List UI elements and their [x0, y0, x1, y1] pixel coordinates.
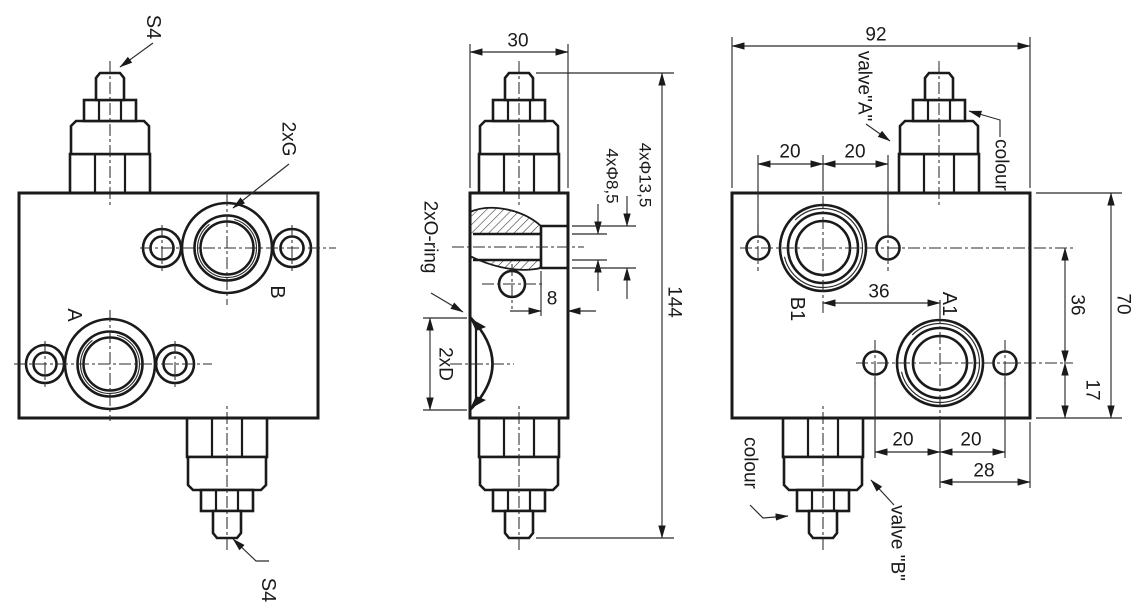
- label-valve-b: valve "B": [887, 505, 908, 581]
- dim-text-20-a1-right: 20: [960, 430, 981, 451]
- valve-b-fitting-front-bottom: [185, 403, 269, 552]
- label-port-b1: B1: [786, 297, 808, 321]
- port-a1-back: [856, 309, 1073, 431]
- o-ring-section-bottom: [470, 396, 486, 409]
- dim-text-20-b1-right: 20: [844, 142, 865, 163]
- dim-cbore-13-5: 4xΦ13,5: [572, 143, 655, 299]
- dim-text-20-b1-left: 20: [779, 142, 800, 163]
- fitting-side-top: [477, 59, 561, 208]
- port-b1-back: [740, 194, 1073, 316]
- dim-boss-2xd: 2xD: [423, 317, 467, 411]
- dim-text-20-a1-left: 20: [892, 430, 913, 451]
- dim-text-4x8-5: 4xΦ8,5: [603, 148, 622, 203]
- back-block-outline: [730, 191, 1032, 420]
- dim-a1-to-edge-28: 28: [939, 422, 1031, 488]
- o-ring-section-top: [470, 318, 486, 331]
- leader-valve-a: valve"A": [854, 51, 891, 142]
- port-b-front: [140, 192, 336, 307]
- leader-valve-b: valve "B": [870, 479, 908, 581]
- front-block-outline: [17, 191, 320, 420]
- dim-cbore-depth-8: 8: [510, 271, 596, 316]
- dim-text-4x13-5: 4xΦ13,5: [636, 143, 655, 208]
- dim-text-70: 70: [1113, 293, 1134, 314]
- dim-height-144: 144: [536, 72, 685, 539]
- dim-text-92: 92: [865, 25, 886, 46]
- dim-text-30: 30: [507, 31, 528, 52]
- dim-height-70: 70: [1036, 192, 1134, 419]
- view-side: 30 144 4xΦ8,5 4xΦ13,5 8: [420, 31, 685, 552]
- port-boss-profile: [450, 316, 514, 411]
- label-2x-o-ring: 2xO-ring: [420, 201, 441, 274]
- dim-text-36-vertical: 36: [1067, 294, 1088, 315]
- port-a-front: [14, 308, 212, 423]
- dim-a1-bottom-17: 17: [1061, 362, 1103, 419]
- dim-text-17: 17: [1082, 379, 1103, 400]
- dim-b1-holes-20-20: 20 20: [757, 142, 889, 236]
- dim-a1-holes-20-20: 20 20: [874, 377, 1006, 458]
- label-colour-bottom: colour: [740, 437, 761, 489]
- label-s4-bottom: S4: [257, 578, 279, 602]
- leader-colour-bottom: colour: [740, 437, 789, 521]
- leader-s4-bottom: S4: [232, 538, 279, 602]
- label-valve-a: valve"A": [854, 51, 875, 122]
- side-block-outline: [468, 191, 570, 420]
- leader-2xg: 2xG: [232, 122, 299, 209]
- label-port-a: A: [63, 308, 85, 322]
- dim-width-30: 30: [469, 31, 569, 188]
- label-s4-top: S4: [142, 15, 164, 39]
- bolt-hole-section: [452, 206, 584, 309]
- dim-text-2xd: 2xD: [435, 347, 456, 381]
- dim-text-36-horizontal: 36: [868, 282, 889, 303]
- leader-colour-top: colour: [968, 110, 1012, 192]
- dim-width-92: 92: [731, 25, 1031, 188]
- label-port-a1: A1: [938, 292, 960, 316]
- valve-b-fitting-back-bottom: [781, 403, 865, 552]
- valve-a-fitting-back-top: [897, 59, 981, 208]
- dim-ports-horizontal-36: 36: [822, 282, 941, 318]
- leader-s4-top: S4: [119, 15, 164, 68]
- fitting-side-bottom: [477, 403, 561, 552]
- dim-ports-vertical-36: 36: [1061, 247, 1088, 364]
- label-port-b: B: [266, 285, 288, 298]
- view-front: S4 2xG B A S4: [14, 15, 336, 602]
- valve-a-fitting-front-top: [68, 59, 152, 208]
- dim-text-8: 8: [547, 289, 558, 310]
- label-2xg: 2xG: [278, 122, 299, 157]
- dim-bore-8-5: 4xΦ8,5: [572, 148, 622, 291]
- label-colour-top: colour: [991, 139, 1012, 191]
- dim-text-28: 28: [973, 461, 994, 482]
- leader-2x-o-ring: 2xO-ring: [420, 201, 464, 313]
- dim-text-144: 144: [664, 286, 685, 318]
- view-back: 92 20 20 36 36 17 70: [730, 25, 1134, 581]
